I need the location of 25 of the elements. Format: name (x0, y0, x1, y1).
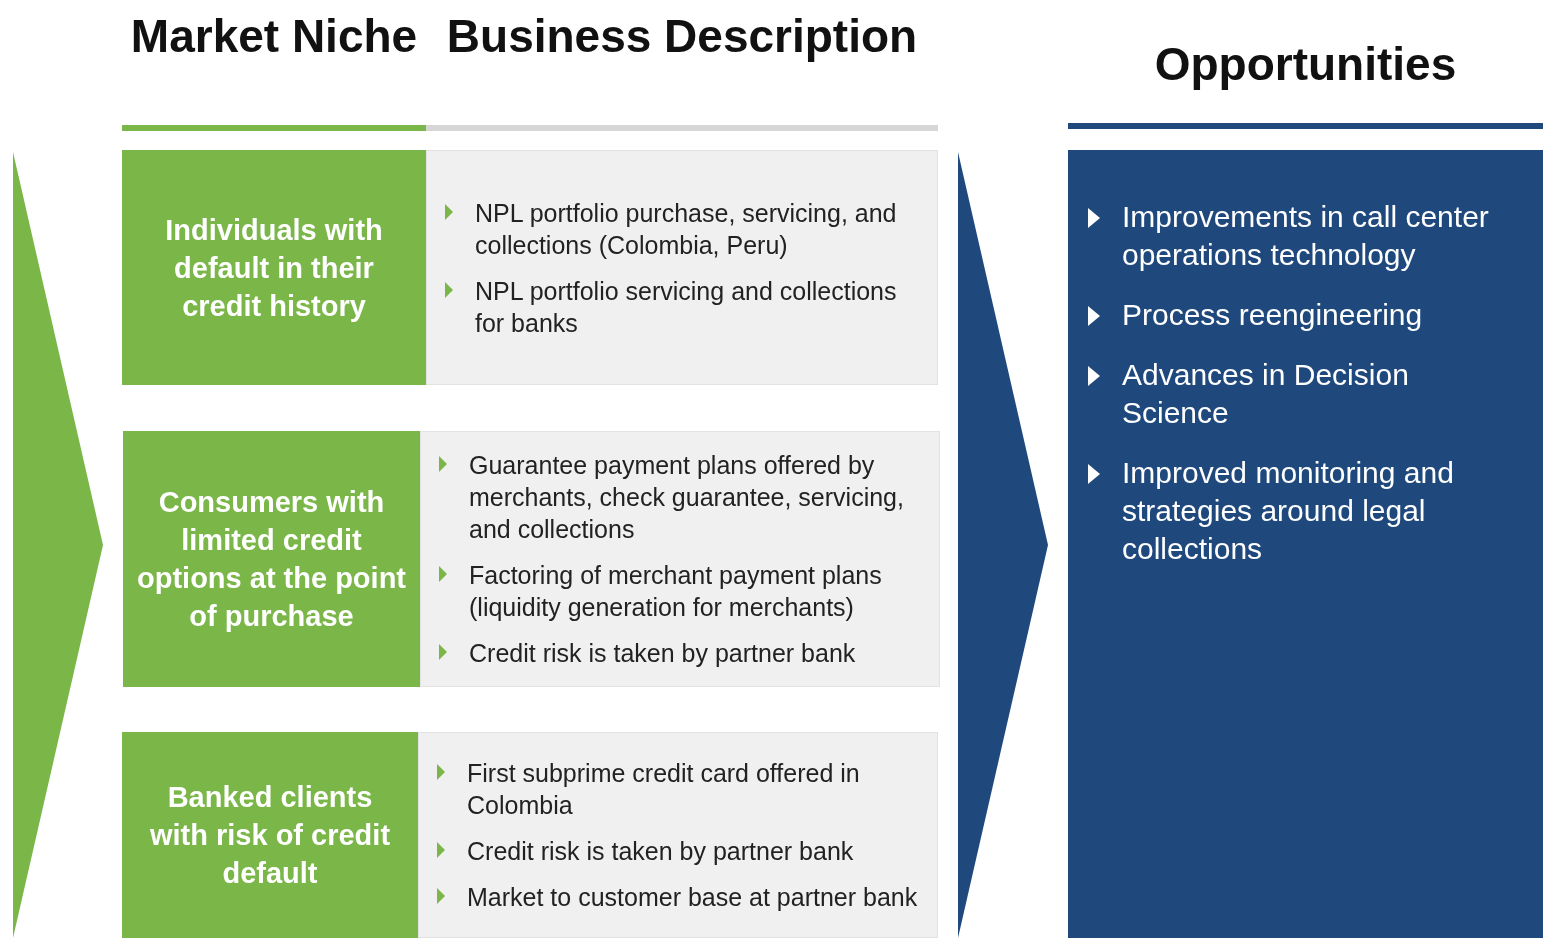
niche-text: Consumers with limited credit options at the point of purchase (137, 485, 406, 634)
bullet-text: Improvements in call center operations technology (1122, 199, 1490, 273)
description-panel (420, 431, 940, 687)
column-heading: Market Niche (129, 9, 419, 64)
description-panel (426, 150, 938, 385)
column-heading: Opportunities (1153, 37, 1458, 92)
niche-box (122, 150, 426, 385)
niche-box (122, 732, 418, 938)
niche-text: Individuals with default in their credit history (164, 212, 384, 324)
niche-text: Banked clients with risk of credit default (148, 780, 392, 891)
bullet-text: Improved monitoring and strategies around legal collections (1122, 455, 1455, 567)
niche-box (123, 431, 420, 687)
bullet-text: Credit risk is taken by partner bank (467, 836, 854, 867)
bullet-text: Guarantee payment plans offered by merchants, check guarantee, servicing, and collections (469, 450, 905, 545)
bullet-text: Market to customer base at partner bank (467, 882, 918, 913)
bullet-text: Factoring of merchant payment plans (liquidity generation for merchants) (469, 560, 883, 623)
bullet-text: Advances in Decision Science (1122, 357, 1410, 431)
bullet-text: Credit risk is taken by partner bank (469, 638, 856, 669)
description-panel (418, 732, 938, 938)
opportunities-panel (1068, 150, 1543, 938)
bullet-text: Process reengineering (1122, 297, 1423, 333)
column-heading: Business Description (445, 9, 919, 64)
bullet-text: NPL portfolio servicing and collections for banks (475, 275, 898, 339)
bullet-text: NPL portfolio purchase, servicing, and collections (Colombia, Peru) (475, 197, 898, 261)
bullet-text: First subprime credit card offered in Colombia (467, 758, 861, 821)
